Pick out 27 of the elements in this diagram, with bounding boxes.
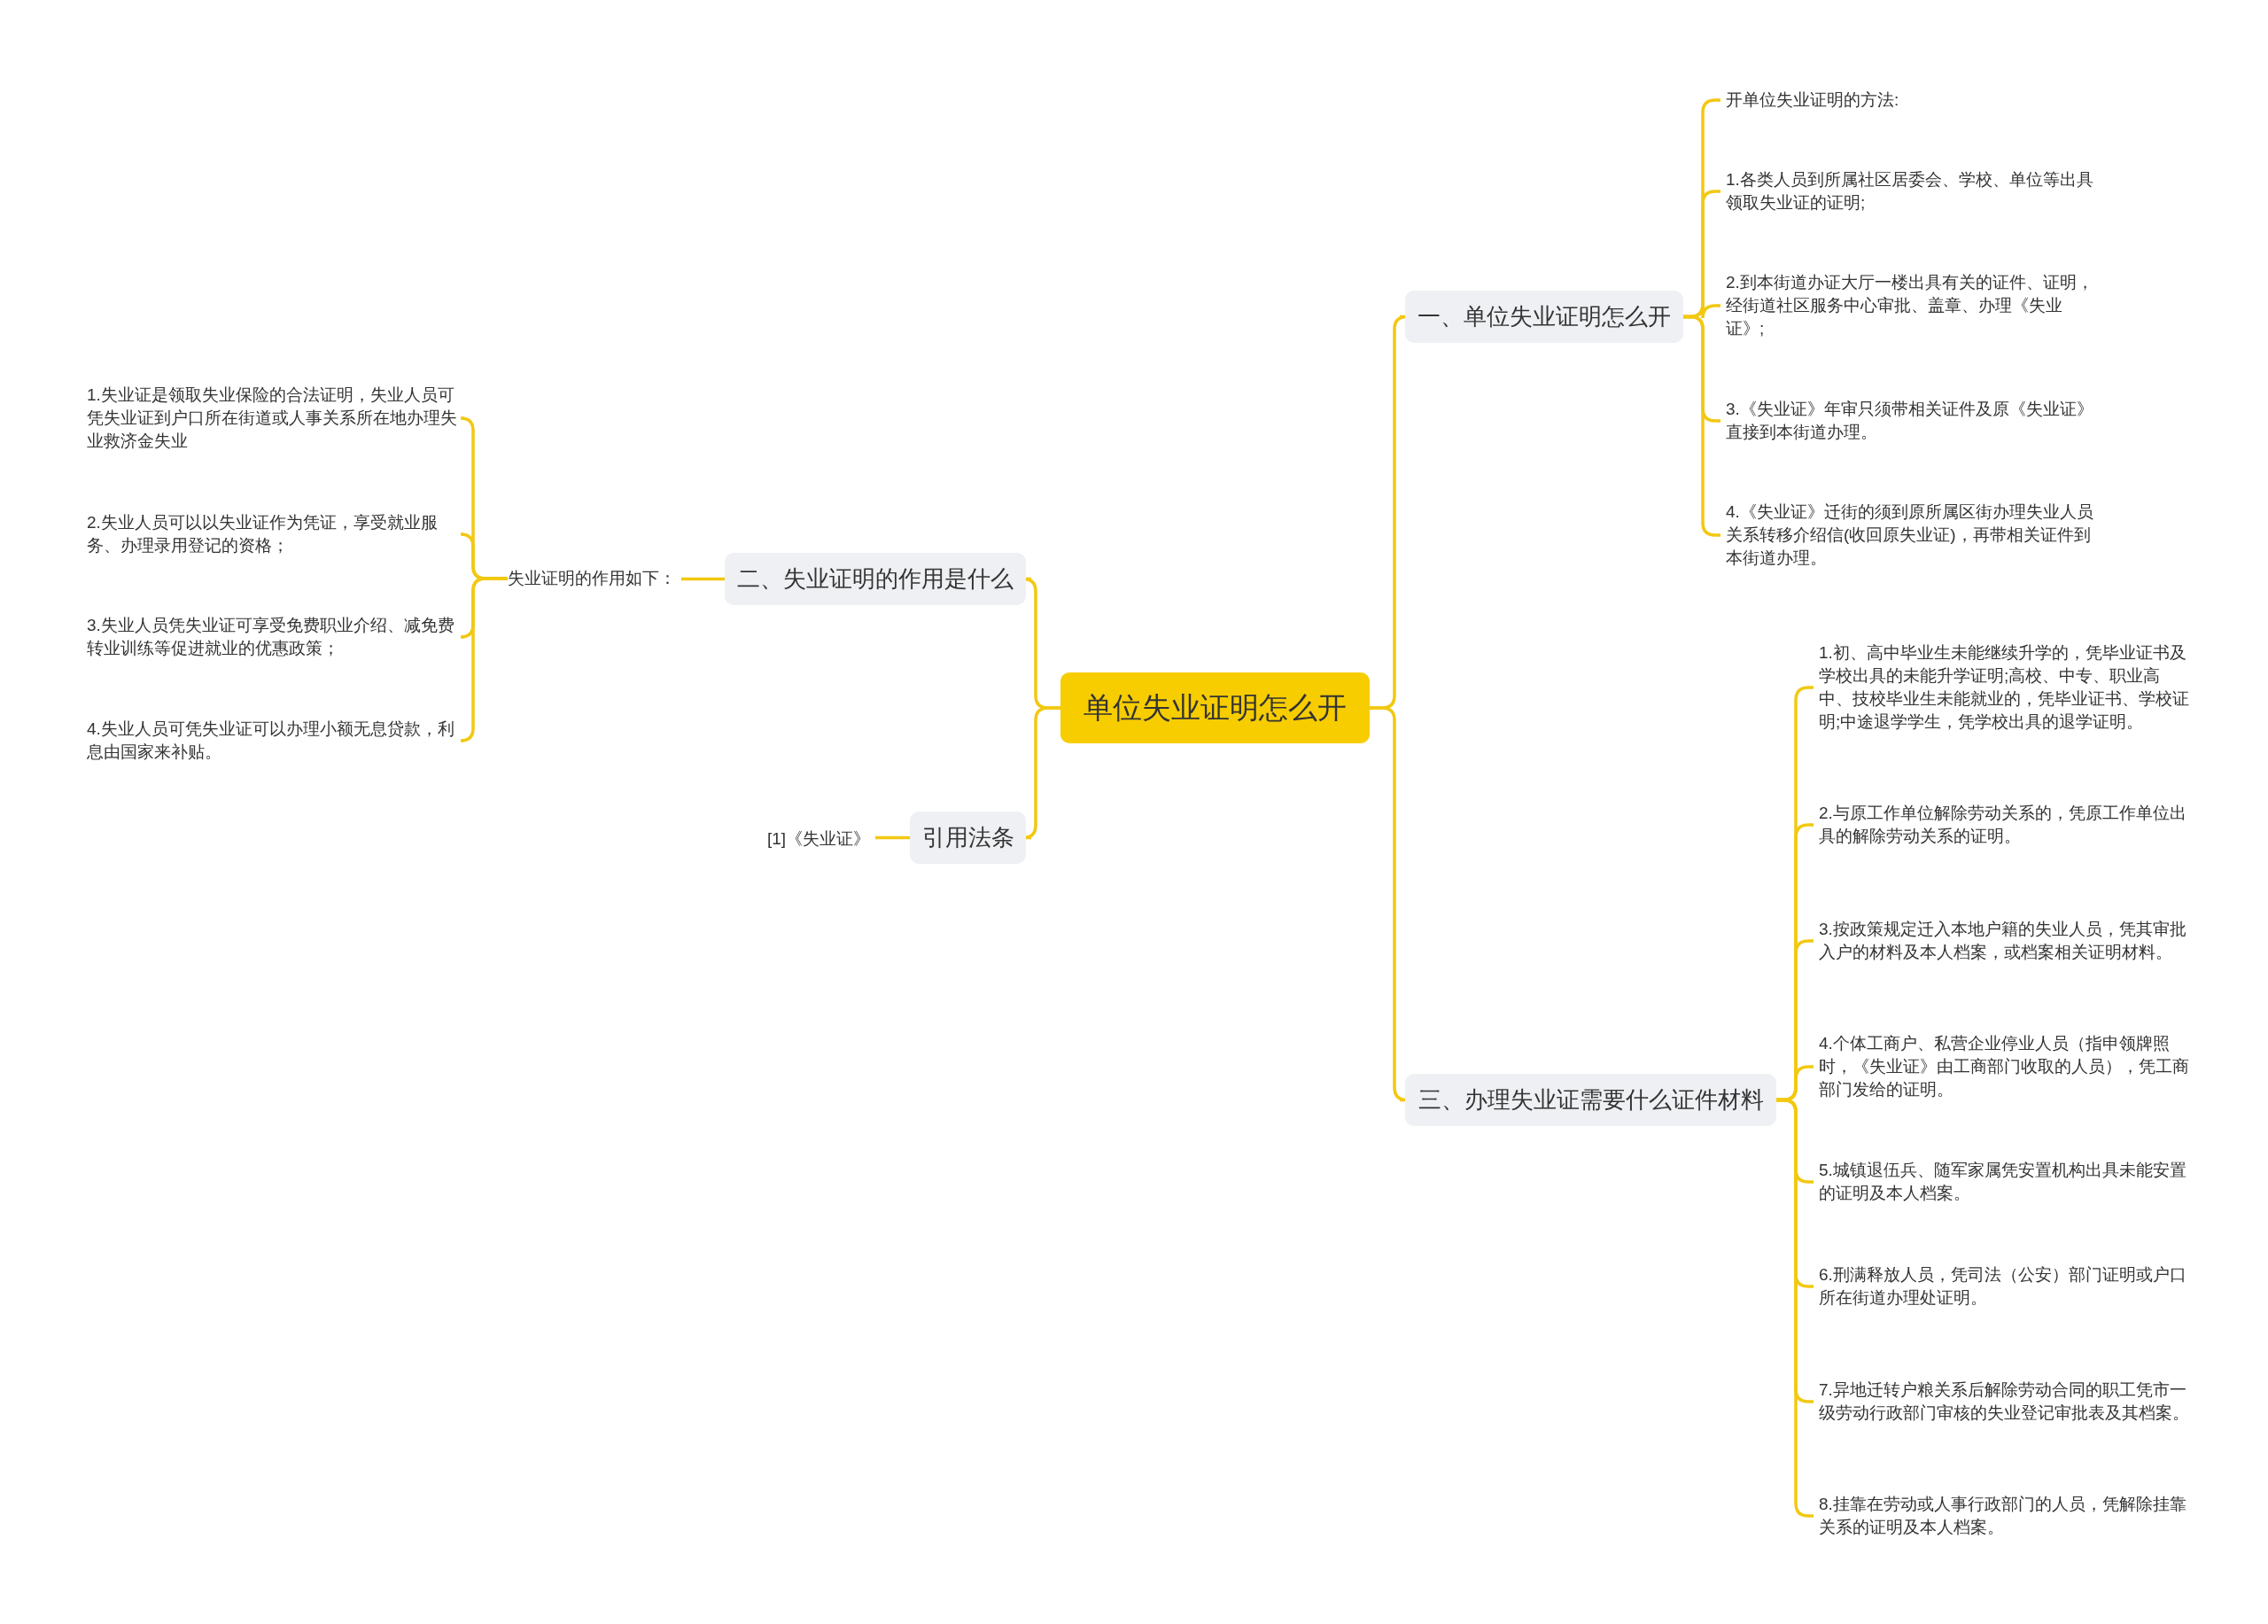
item-text: 5.城镇退伍兵、随军家属凭安置机构出具未能安置的证明及本人档案。: [1819, 1159, 2191, 1205]
item-text: 6.刑满释放人员，凭司法（公安）部门证明或户口所在街道办理处证明。: [1819, 1263, 2191, 1309]
topic-box: 三、办理失业证需要什么证件材料: [1405, 1074, 1776, 1126]
item-text: 3.《失业证》年审只须带相关证件及原《失业证》直接到本街道办理。: [1726, 398, 2098, 444]
item-text: 2.失业人员可以以失业证作为凭证，享受就业服务、办理录用登记的资格；: [87, 511, 459, 557]
item-text: 1.失业证是领取失业保险的合法证明，失业人员可凭失业证到户口所在街道或人事关系所在地办理失业救济金失业: [87, 384, 459, 453]
item-text: [1]《失业证》: [766, 828, 870, 851]
topic-box: 二、失业证明的作用是什么: [725, 553, 1026, 605]
item-text: 失业证明的作用如下：: [508, 567, 676, 590]
item-text: 8.挂靠在劳动或人事行政部门的人员，凭解除挂靠关系的证明及本人档案。: [1819, 1493, 2191, 1539]
topic-box: 一、单位失业证明怎么开: [1405, 291, 1683, 343]
item-text: 4.《失业证》迁街的须到原所属区街办理失业人员关系转移介绍信(收回原失业证)，再带相关证件到本街道办理。: [1726, 501, 2098, 570]
item-text: 4.个体工商户、私营企业停业人员（指申领牌照时，《失业证》由工商部门收取的人员），凭工商部门发给的证明。: [1819, 1032, 2191, 1101]
item-text: 4.失业人员可凭失业证可以办理小额无息贷款，利息由国家来补贴。: [87, 718, 459, 764]
topic-box: 引用法条: [910, 812, 1026, 864]
item-text: 3.按政策规定迁入本地户籍的失业人员，凭其审批入户的材料及本人档案，或档案相关证明材料。: [1819, 918, 2191, 964]
item-text: 3.失业人员凭失业证可享受免费职业介绍、减免费转业训练等促进就业的优惠政策；: [87, 614, 459, 660]
item-text: 2.到本街道办证大厅一楼出具有关的证件、证明，经街道社区服务中心审批、盖章、办理《失业证》;: [1726, 271, 2098, 340]
connector: [459, 577, 508, 742]
item-text: 开单位失业证明的方法:: [1726, 89, 1899, 112]
item-text: 7.异地迁转户粮关系后解除劳动合同的职工凭市一级劳动行政部门审核的失业登记审批表及其档案。: [1819, 1379, 2191, 1425]
connector: [681, 577, 725, 581]
central-topic-box: 单位失业证明怎么开: [1060, 672, 1370, 743]
item-text: 1.初、高中毕业生未能继续升学的，凭毕业证书及学校出具的未能升学证明;高校、中专、职业高中、技校毕业生未能就业的，凭毕业证书、学校证明;中途退学学生，凭学校出具的退学证明。: [1819, 641, 2191, 734]
item-text: 1.各类人员到所属社区居委会、学校、单位等出具领取失业证的证明;: [1726, 168, 2098, 214]
item-text: 2.与原工作单位解除劳动关系的，凭原工作单位出具的解除劳动关系的证明。: [1819, 802, 2191, 848]
connector: [875, 835, 910, 840]
